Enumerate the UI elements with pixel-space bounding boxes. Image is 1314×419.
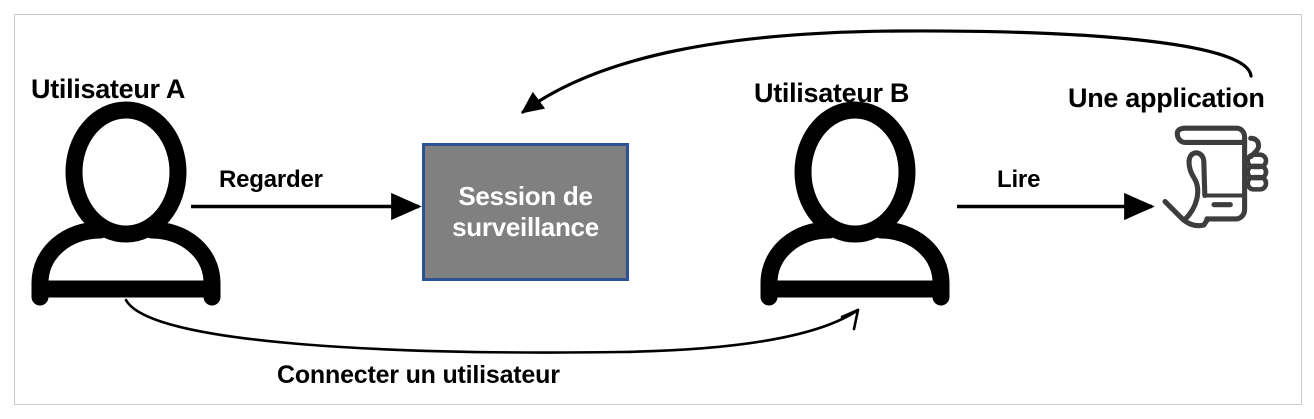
edge-label-lire: Lire <box>997 166 1041 193</box>
node-session-de-surveillance[interactable]: Session de surveillance <box>422 143 629 281</box>
edge-connecter-half-arrowhead <box>840 308 860 331</box>
person-icon-user-b <box>760 101 950 306</box>
node-label-user-a: Utilisateur A <box>31 74 186 104</box>
node-label-application: Une application <box>1068 83 1265 113</box>
node-session-text: Session de surveillance <box>452 181 599 242</box>
hand-holding-phone-icon <box>1162 125 1269 229</box>
edge-connecter-curve <box>124 298 860 354</box>
node-label-user-b: Utilisateur B <box>754 78 910 108</box>
edge-feed-curve <box>520 29 1253 114</box>
edge-label-connecter-un-utilisateur: Connecter un utilisateur <box>277 361 560 389</box>
node-session-line1: Session de <box>458 181 593 212</box>
node-session-line2: surveillance <box>452 212 599 242</box>
edge-label-regarder: Regarder <box>219 166 323 193</box>
person-icon-user-a <box>31 101 221 306</box>
